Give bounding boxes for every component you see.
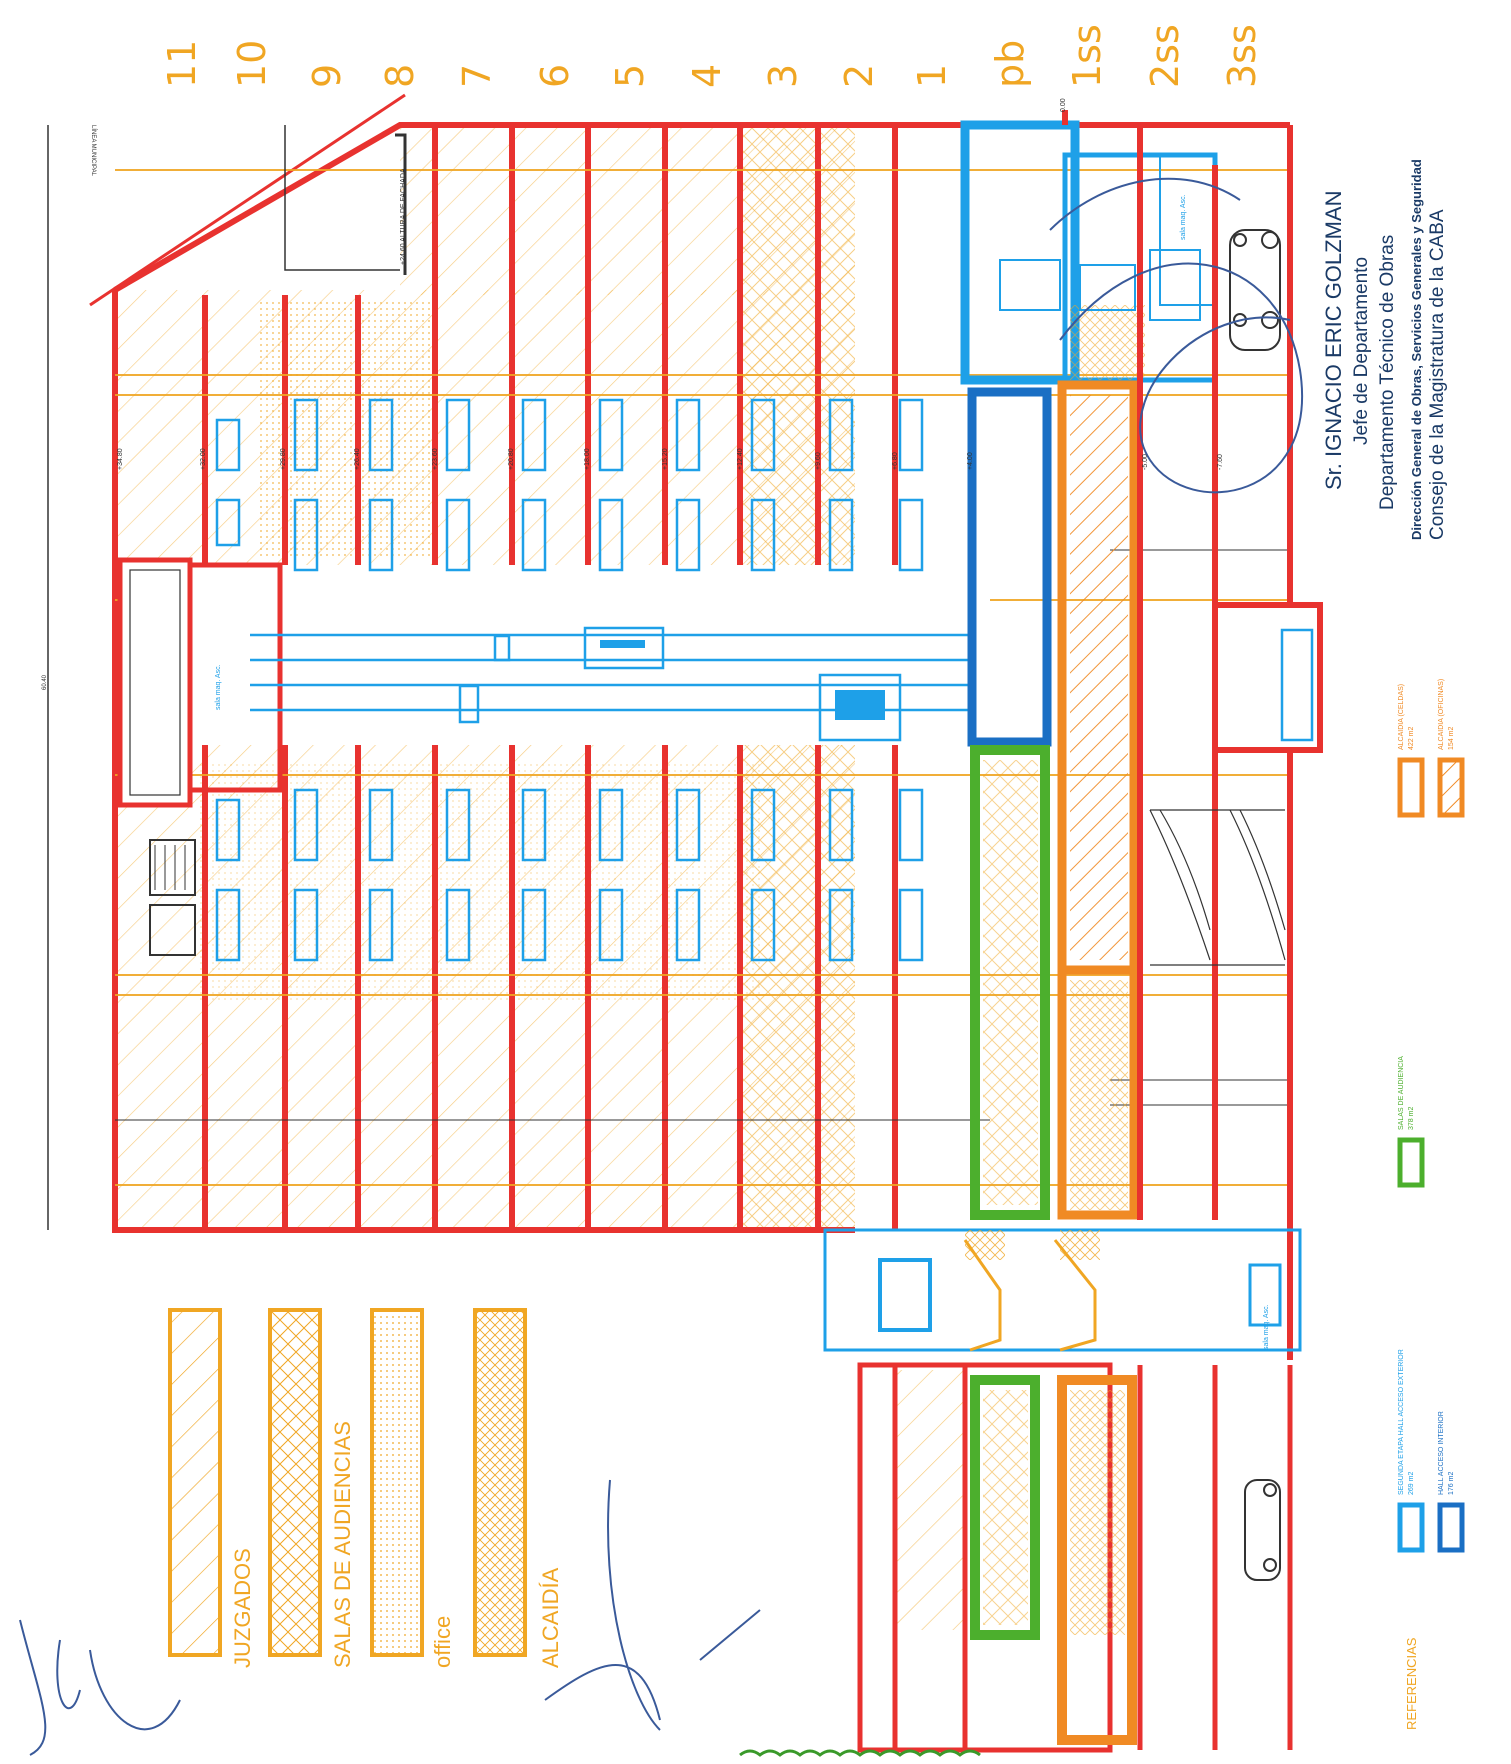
handwritten-signatures [19, 177, 1303, 1756]
linea-municipal-label: LÍNEA MUNICIPAL [90, 125, 96, 176]
legend-label-juzgados: JUZGADOS [230, 1548, 255, 1668]
reference-label-1: SEGUNDA ETAPA HALL ACCESO EXTERIOR [1398, 1349, 1405, 1495]
floor-label-6: 6 [533, 63, 577, 88]
car-icon [1229, 229, 1281, 351]
level-mark: +29.80 [280, 448, 287, 470]
sala-maq-asc-label-3: sala maq. Asc. [1263, 1304, 1270, 1350]
level-mark: +32.00 [200, 448, 207, 470]
level-mark: +12.40 [737, 448, 744, 470]
level-mark: +15.20 [662, 448, 669, 470]
level-mark: -5.00 [1142, 454, 1149, 470]
ramps [1149, 809, 1286, 966]
floor-label-7: 7 [455, 63, 499, 88]
level-mark: +34.80 [117, 448, 124, 470]
floor-label-2: 2 [837, 63, 881, 88]
floor-label-1ss: 1ss [1065, 24, 1109, 88]
lower-levels [960, 110, 1323, 1360]
floor-label-9: 9 [305, 63, 349, 88]
level-mark: +4.00 [967, 452, 974, 470]
reference-label-5: ALCAIDIA (OFICINAS) [1438, 678, 1445, 750]
level-mark: +9.60 [815, 452, 822, 470]
floor-label-10: 10 [230, 39, 274, 88]
floor-label-3ss: 3ss [1220, 24, 1264, 88]
floor-label-2ss: 2ss [1143, 24, 1187, 88]
legend-label-salas: SALAS DE AUDIENCIAS [330, 1421, 355, 1668]
reference-area-1: 269 m2 [1408, 1471, 1415, 1495]
altura-fachada-label: +24.60 ALTURA DE FACHADA [400, 168, 407, 265]
level-mark: +6.80 [892, 452, 899, 470]
total-dimension-label: 60.40 [42, 674, 48, 690]
signature-line2: Jefe de Departamento [1351, 256, 1372, 445]
references-title: REFERENCIAS [1404, 1637, 1419, 1730]
pattern-legend [168, 1308, 527, 1657]
floor-label-3: 3 [761, 63, 805, 88]
level-mark: +23.60 [432, 448, 439, 470]
sala-maq-asc-label-1: sala maq. Asc. [215, 664, 222, 710]
legend-label-office: office [430, 1615, 455, 1668]
sala-maq-asc-label-2: sala maq. Asc. [1180, 194, 1187, 240]
reference-swatches [1397, 757, 1465, 1553]
floor-label-pb: pb [988, 39, 1032, 88]
signature-name: Sr. IGNACIO ERIC GOLZMAN [1321, 190, 1346, 490]
legend-label-alcaidia: ALCAIDÍA [538, 1567, 563, 1668]
floor-label-1: 1 [910, 63, 954, 88]
reference-label-3: SALAS DE AUDIENCIA [1398, 1056, 1405, 1130]
reference-label-2: HALL ACCESO INTERIOR [1438, 1411, 1445, 1495]
reference-area-5: 154 m2 [1448, 726, 1455, 750]
office-windows [215, 398, 924, 962]
level-mark: +20.80 [508, 448, 515, 470]
signature-line5: Consejo de la Magistratura de la CABA [1427, 209, 1448, 540]
floor-label-5: 5 [608, 63, 652, 88]
upper-floors [47, 93, 1314, 1233]
floor-label-11: 11 [160, 39, 204, 88]
reference-label-4: ALCAIDIA (CELDAS) [1398, 683, 1405, 750]
signature-line4: Dirección General de Obras, Servicios Ge… [1409, 159, 1424, 540]
level-mark: 0.00 [1060, 98, 1067, 112]
floor-label-4: 4 [685, 63, 729, 88]
level-mark: -7.60 [1217, 454, 1224, 470]
level-mark: +26.40 [354, 448, 361, 470]
annex-block [739, 1228, 1302, 1757]
reference-area-4: 422 m2 [1408, 726, 1415, 750]
car-icon-2 [1244, 1479, 1281, 1581]
level-mark: +18.00 [584, 448, 591, 470]
reference-area-3: 378 m2 [1408, 1106, 1415, 1130]
elevator-figures [600, 640, 885, 720]
reference-area-2: 176 m2 [1448, 1471, 1455, 1495]
signature-line3: Departamento Técnico de Obras [1377, 234, 1398, 510]
floor-label-8: 8 [378, 63, 422, 88]
